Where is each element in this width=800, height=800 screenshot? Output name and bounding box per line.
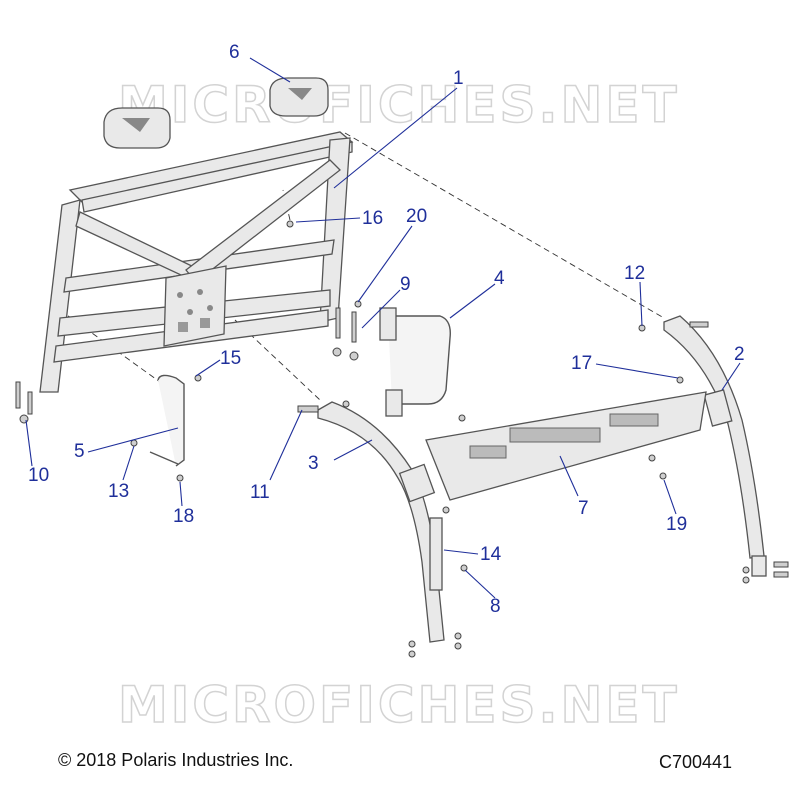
- callout-11: 11: [250, 482, 270, 503]
- callout-1: 1: [453, 68, 464, 89]
- callout-5: 5: [74, 441, 85, 462]
- callout-18: 18: [173, 506, 194, 527]
- callout-15: 15: [220, 348, 241, 369]
- callout-4: 4: [494, 268, 505, 289]
- callout-10: 10: [28, 465, 49, 486]
- rear-tube-left: [297, 400, 462, 658]
- callout-14: 14: [480, 544, 502, 565]
- bracket: [429, 506, 468, 591]
- callout-17: 17: [571, 353, 592, 374]
- watermark-bottom: MICROFICHES.NET: [118, 676, 680, 734]
- callout-19: 19: [666, 514, 687, 535]
- callouts: 1 2 3 4 5 6 7 8 9 10 11 12 13 14 15 16 1…: [28, 42, 745, 617]
- headrest-pad-right: [269, 77, 329, 117]
- callout-3: 3: [308, 453, 319, 474]
- headrest-pad-left: [103, 107, 171, 149]
- rear-tube-right: [638, 315, 789, 584]
- copyright-text: © 2018 Polaris Industries Inc.: [58, 750, 294, 770]
- diagram-code: C700441: [659, 752, 733, 772]
- rear-panel: [425, 376, 707, 501]
- leader-lines: [25, 57, 741, 599]
- grab-handle-right: [379, 307, 451, 417]
- frame-hardware: [15, 220, 362, 424]
- callout-9: 9: [400, 274, 411, 295]
- grab-handle-left: [130, 374, 202, 482]
- callout-2: 2: [734, 344, 745, 365]
- callout-13: 13: [108, 481, 129, 502]
- callout-7: 7: [578, 498, 589, 519]
- callout-12: 12: [624, 263, 645, 284]
- rear-frame: [39, 131, 354, 393]
- callout-6: 6: [229, 42, 240, 63]
- callout-8: 8: [490, 596, 501, 617]
- callout-16: 16: [362, 208, 383, 229]
- callout-20: 20: [406, 206, 427, 227]
- watermark-top: MICROFICHES.NET: [118, 76, 680, 134]
